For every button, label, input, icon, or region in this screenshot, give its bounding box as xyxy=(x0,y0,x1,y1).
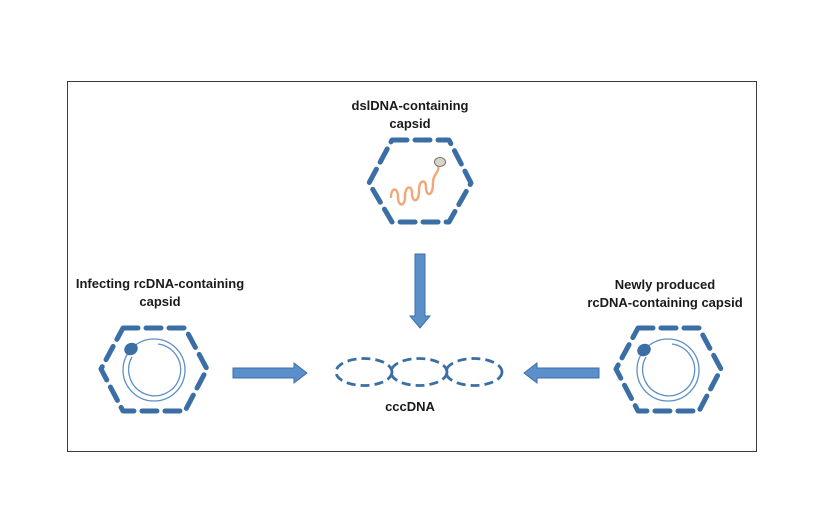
infecting-capsid-label: Infecting rcDNA-containing capsid xyxy=(60,275,260,311)
cccdna-label: cccDNA xyxy=(370,398,450,416)
infecting-capsid-shell xyxy=(98,325,210,414)
dsldna-capsid-label-line2: capsid xyxy=(389,116,431,131)
newly-produced-capsid-shell xyxy=(613,325,724,414)
arrow-down-from-dsldna xyxy=(408,253,432,329)
dsldna-capsid xyxy=(366,137,474,225)
cccdna-label-text: cccDNA xyxy=(385,399,435,414)
dsldna-capsid-label: dslDNA-containing capsid xyxy=(330,97,490,133)
infecting-capsid-label-line1: Infecting rcDNA-containing xyxy=(75,276,245,291)
rcdna-circle-outer xyxy=(636,338,700,402)
rcdna-circle-outer xyxy=(122,338,186,402)
terminal-protein-dot xyxy=(434,157,446,167)
cccdna-chain xyxy=(334,357,504,387)
cccdna-link-1 xyxy=(334,357,394,387)
cccdna-link-2 xyxy=(389,357,449,387)
newly-produced-capsid-label-line2: rcDNA-containing capsid xyxy=(587,295,743,310)
dsldna-capsid-label-line1: dslDNA-containing xyxy=(351,98,469,113)
rcdna-circle-inner xyxy=(642,343,696,397)
infecting-rcdna-capsid xyxy=(98,325,210,414)
arrow-right-from-infecting xyxy=(232,361,308,385)
newly-produced-capsid-label-line1: Newly produced xyxy=(614,277,716,292)
polymerase-dot xyxy=(637,343,651,357)
newly-produced-capsid-label: Newly produced rcDNA-containing capsid xyxy=(570,276,760,312)
rcdna-circle-inner xyxy=(128,343,182,397)
dsldna-coil xyxy=(389,163,440,206)
infecting-capsid-label-line2: capsid xyxy=(139,294,181,309)
dsldna-capsid-shell xyxy=(366,137,474,225)
arrow-left-from-newly-produced xyxy=(523,361,600,385)
newly-produced-rcdna-capsid xyxy=(613,325,724,414)
diagram-frame xyxy=(67,81,757,452)
polymerase-dot xyxy=(124,342,138,356)
cccdna-link-3 xyxy=(444,357,504,387)
